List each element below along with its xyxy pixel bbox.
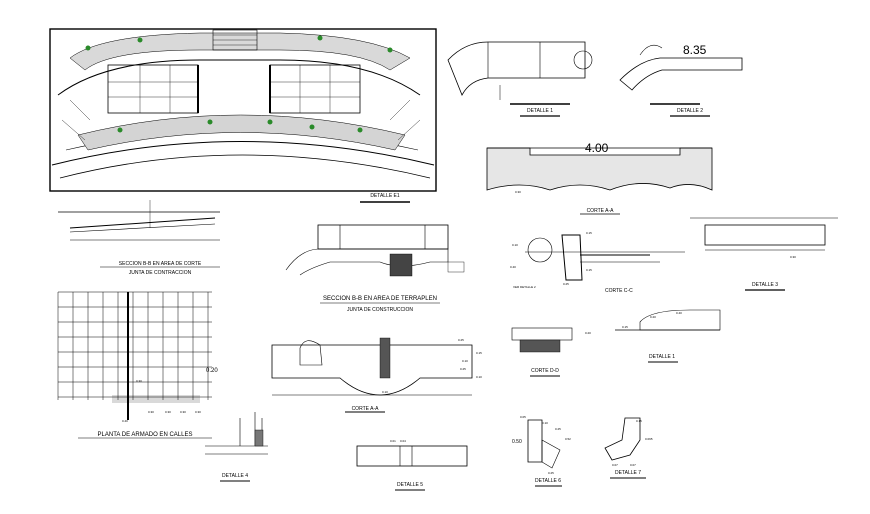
corte-joint-title: CORTE A-A bbox=[352, 406, 380, 412]
corte-joint-dim-6: 0.10 bbox=[382, 390, 388, 394]
seccion-corte-title: SECCION B-B EN AREA DE CORTE bbox=[119, 261, 202, 267]
corte-cc-dim-5: 0.25 bbox=[563, 282, 569, 286]
detalle-e1-title: DETALLE E1 bbox=[370, 193, 400, 199]
planta-dim-2: 0.30 bbox=[165, 410, 171, 414]
planta-dim-3: 0.30 bbox=[180, 410, 186, 414]
planta-dim-1: 0.30 bbox=[148, 410, 154, 414]
detalle-1b-dim-3: 0.15 bbox=[622, 325, 628, 329]
detalle-2-dim: 8.35 bbox=[683, 43, 707, 57]
seccion-terraplen-title: SECCION B-B EN AREA DE TERRAPLEN bbox=[323, 296, 437, 302]
planta-dim-4: 0.30 bbox=[195, 410, 201, 414]
detalle-3-title: DETALLE 3 bbox=[752, 282, 778, 288]
corte-joint-drawing: 0.25 0.15 0.10 0.25 0.10 0.10 CORTE A-A bbox=[271, 337, 482, 413]
corte-cc-dim-1: 0.10 bbox=[512, 243, 518, 247]
corte-joint-dim-1: 0.25 bbox=[458, 338, 464, 342]
detalle-6-dim-2: 0.50 bbox=[512, 439, 522, 445]
corte-aa-dim: 4.00 bbox=[585, 141, 609, 155]
corte-cc-drawing: 0.10 0.40 0.15 0.15 0.25 VER DETALLE 2 C… bbox=[510, 231, 685, 294]
corte-aa-dim-small: 0.30 bbox=[515, 190, 521, 194]
planta-armado-labels: 0.30 0.30 0.30 0.30 0.20 0.40 0.30 PLANT… bbox=[78, 368, 218, 439]
plan-view bbox=[49, 28, 437, 192]
corte-cc-dim-4: 0.15 bbox=[586, 268, 592, 272]
planta-dim-6: 0.40 bbox=[122, 419, 128, 423]
detalle-1b-drawing: 0.20 0.40 0.15 DETALLE 1 bbox=[615, 309, 721, 363]
detalle-7-title: DETALLE 7 bbox=[615, 470, 641, 476]
detalle-1b-dim-2: 0.40 bbox=[676, 311, 682, 315]
junta-construccion: JUNTA DE CONSTRUCCION bbox=[347, 307, 413, 313]
detalle-7-dim-4: 0.07 bbox=[630, 463, 636, 467]
detalle-6-dim-5: 0.25 bbox=[548, 471, 554, 475]
seccion-corte-drawing: SECCION B-B EN AREA DE CORTE JUNTA DE CO… bbox=[58, 200, 220, 276]
detalle-3-dim: 0.30 bbox=[790, 255, 796, 259]
corte-dd-title: CORTE D-D bbox=[531, 368, 559, 374]
detalle-6-drawing: 0.05 0.10 0.50 0.25 0.52 0.25 DETALLE 6 bbox=[512, 415, 571, 487]
planta-dim-7: 0.30 bbox=[136, 379, 142, 383]
detalle-4-drawing: DETALLE 4 bbox=[205, 412, 268, 482]
detalle-1b-title: DETALLE 1 bbox=[649, 354, 675, 360]
detalle-7-dim-2: 0.095 bbox=[645, 437, 653, 441]
planta-dim-5: 0.20 bbox=[206, 368, 218, 374]
detalle-e1-drawing: DETALLE E1 SECCION B-B EN AREA DE TERRAP… bbox=[285, 193, 465, 313]
detalle-5-dim-1: 0.01 bbox=[390, 439, 396, 443]
detalle-1-title: DETALLE 1 bbox=[527, 108, 553, 114]
detalle-1b-dim-1: 0.20 bbox=[650, 315, 656, 319]
corte-dd-drawing: 0.20 CORTE D-D bbox=[511, 327, 591, 377]
detalle-2-drawing: 8.35 DETALLE 2 bbox=[619, 43, 743, 117]
corte-cc-dim-3: 0.15 bbox=[586, 231, 592, 235]
detalle-1-drawing: DETALLE 1 bbox=[447, 41, 593, 117]
detalle-6-dim-1: 0.10 bbox=[542, 421, 548, 425]
corte-joint-dim-4: 0.25 bbox=[460, 367, 466, 371]
corte-joint-dim-2: 0.15 bbox=[476, 351, 482, 355]
detalle-3-drawing: 0.30 DETALLE 3 bbox=[690, 217, 838, 291]
detalle-7-dim-1: 0.15 bbox=[636, 419, 642, 423]
detalle-2-title: DETALLE 2 bbox=[677, 108, 703, 114]
corte-cc-title: CORTE C-C bbox=[605, 288, 633, 294]
planta-armado-drawing bbox=[57, 291, 212, 420]
detalle-6-dim-3: 0.25 bbox=[555, 427, 561, 431]
corte-aa-drawing: 4.00 0.30 CORTE A-A bbox=[486, 141, 713, 215]
detalle-7-dim-3: 0.07 bbox=[612, 463, 618, 467]
detalle-5-dim-2: 0.04 bbox=[400, 439, 406, 443]
corte-dd-dim: 0.20 bbox=[585, 331, 591, 335]
junta-contraccion: JUNTA DE CONTRACCION bbox=[129, 270, 192, 276]
detalle-6-dim-4: 0.52 bbox=[565, 437, 571, 441]
detalle-6-top: 0.05 bbox=[520, 415, 526, 419]
corte-joint-dim-3: 0.10 bbox=[462, 359, 468, 363]
detalle-5-drawing: 0.01 0.04 DETALLE 5 bbox=[356, 439, 468, 491]
corte-cc-dim-2: 0.40 bbox=[510, 265, 516, 269]
detalle-4-title: DETALLE 4 bbox=[222, 473, 248, 479]
detalle-7-drawing: 0.15 0.095 0.07 0.07 DETALLE 7 bbox=[604, 417, 653, 479]
corte-cc-note: VER DETALLE 2 bbox=[513, 285, 536, 289]
detalle-6-title: DETALLE 6 bbox=[535, 478, 561, 484]
corte-aa-title: CORTE A-A bbox=[587, 208, 615, 214]
planta-title: PLANTA DE ARMADO EN CALLES bbox=[98, 432, 193, 438]
detalle-5-title: DETALLE 5 bbox=[397, 482, 423, 488]
corte-joint-dim-5: 0.10 bbox=[476, 375, 482, 379]
